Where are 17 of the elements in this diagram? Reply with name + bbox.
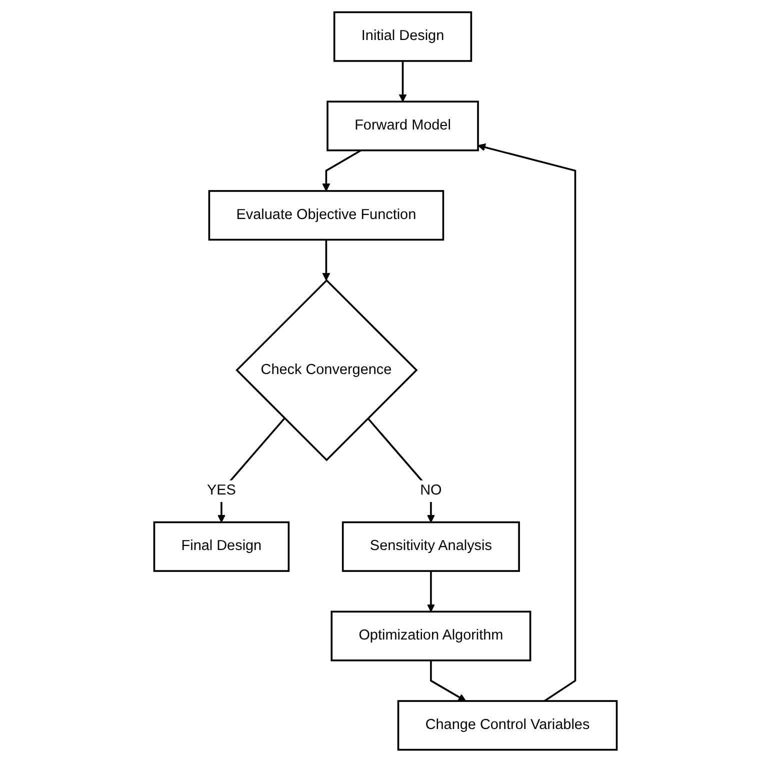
node-diamond: Check Convergence xyxy=(235,279,418,462)
node-box: Forward Model xyxy=(326,100,478,152)
arrow xyxy=(426,571,434,612)
edge-label: YES xyxy=(206,482,236,498)
arrow xyxy=(322,150,361,192)
node-box: Sensitivity Analysis xyxy=(341,521,520,572)
arrow xyxy=(477,143,576,702)
node-box: Final Design xyxy=(152,521,290,572)
arrow xyxy=(398,60,406,102)
node-box: Optimization Algorithm xyxy=(330,610,531,662)
node-box: Initial Design xyxy=(332,11,472,62)
arrow xyxy=(366,418,434,523)
node-box: Evaluate Objective Function xyxy=(208,190,444,241)
arrow xyxy=(322,240,330,281)
edge-label: NO xyxy=(420,482,442,498)
node-box: Change Control Variables xyxy=(396,700,618,751)
arrow xyxy=(430,660,466,702)
